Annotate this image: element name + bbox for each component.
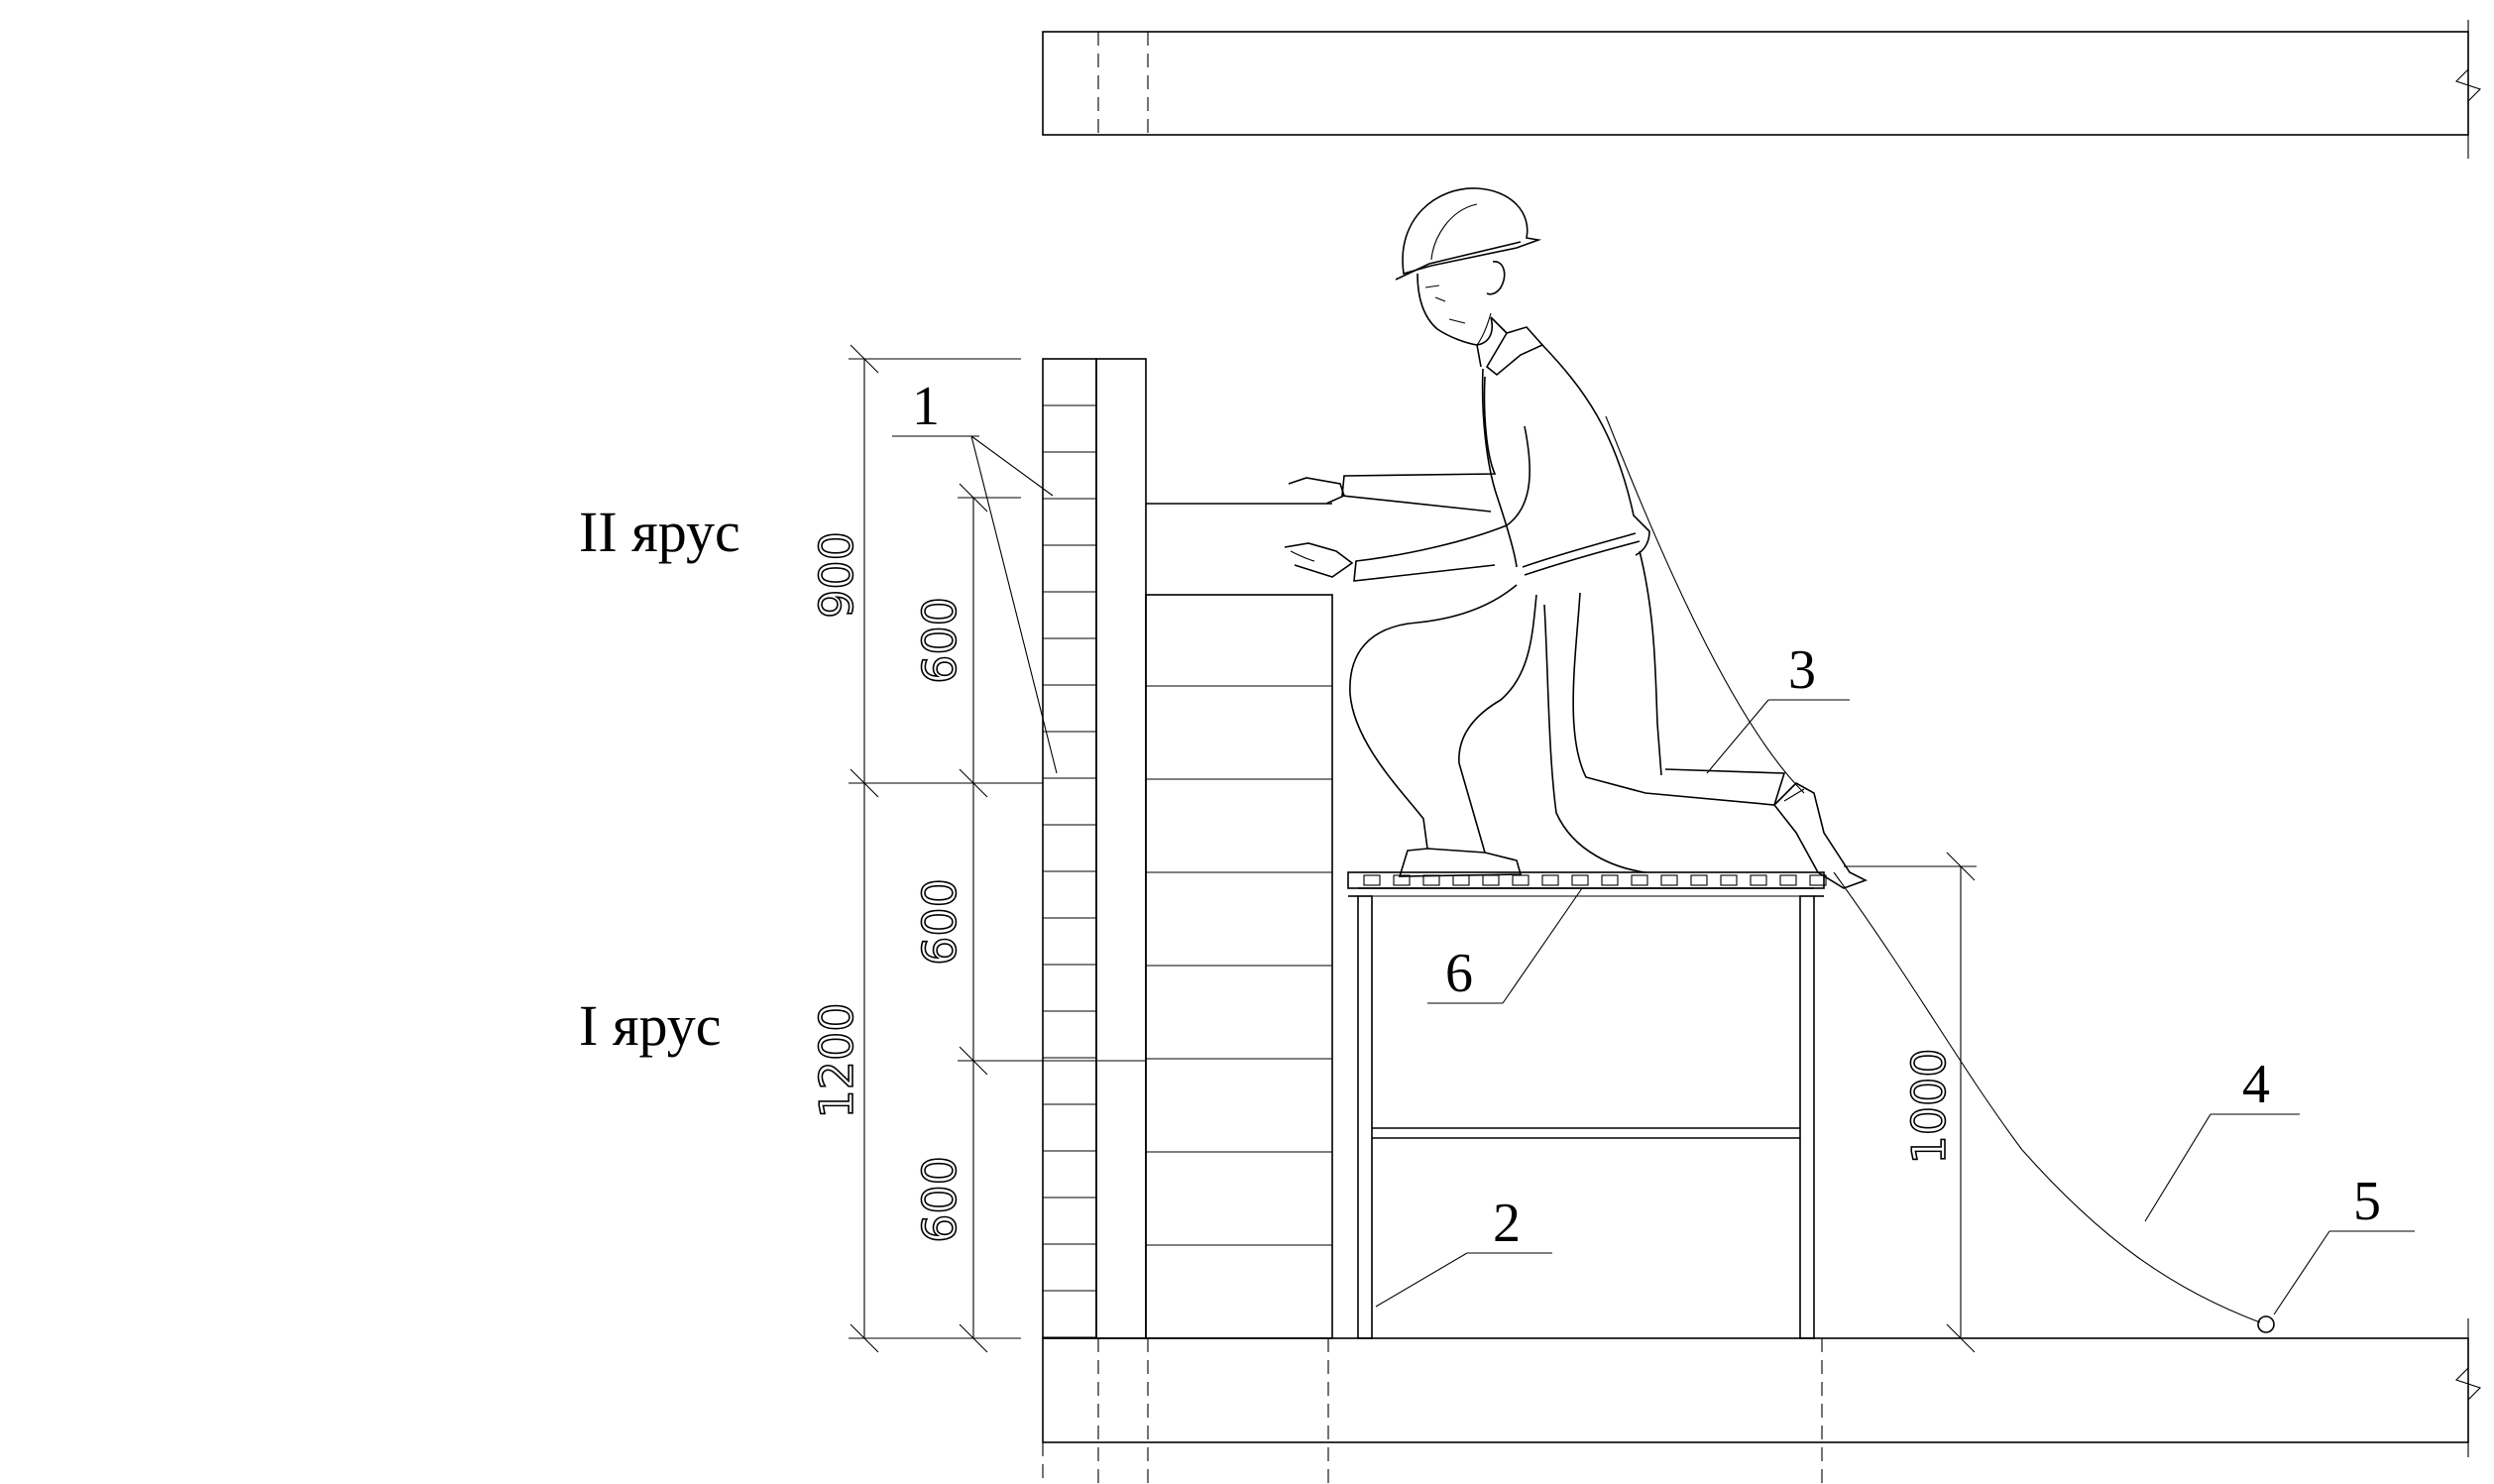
callout-3: 3 xyxy=(1706,639,1850,774)
callout-1: 1 xyxy=(892,376,1058,774)
dim-upper-total: 900 xyxy=(810,531,863,619)
callout-2: 2 xyxy=(1375,1193,1552,1308)
svg-text:1: 1 xyxy=(912,376,940,437)
insulation-layer xyxy=(1095,358,1147,1339)
callout-6: 6 xyxy=(1427,887,1583,1004)
tier-label-upper: II ярус xyxy=(579,500,740,564)
svg-text:3: 3 xyxy=(1788,639,1816,701)
upper-slab xyxy=(1042,20,2482,159)
dim-lower-sub-bottom: 600 xyxy=(913,1156,966,1243)
dim-lower-total: 1200 xyxy=(810,1002,863,1118)
callout-4: 4 xyxy=(2144,1054,2300,1222)
callout-5: 5 xyxy=(2273,1171,2415,1315)
svg-text:4: 4 xyxy=(2242,1054,2270,1115)
svg-text:2: 2 xyxy=(1493,1193,1521,1254)
worker-figure xyxy=(1284,187,1869,889)
block-masonry xyxy=(1145,503,1333,1339)
safety-rope xyxy=(1833,871,2275,1333)
scaffold xyxy=(1347,871,1827,1339)
dim-upper-sub: 600 xyxy=(913,597,966,684)
dimension-lines xyxy=(849,344,1977,1353)
safety-lanyard xyxy=(1605,415,1805,794)
dim-lower-sub-top: 600 xyxy=(913,878,966,966)
svg-text:6: 6 xyxy=(1445,943,1473,1004)
brick-wall xyxy=(1042,358,1097,1339)
lower-slab xyxy=(1042,1318,2482,1484)
dim-scaffold-height: 1000 xyxy=(1902,1048,1956,1164)
svg-text:5: 5 xyxy=(2353,1171,2381,1232)
tier-label-lower: I ярус xyxy=(579,993,721,1058)
anchor-point xyxy=(2257,1315,2275,1333)
